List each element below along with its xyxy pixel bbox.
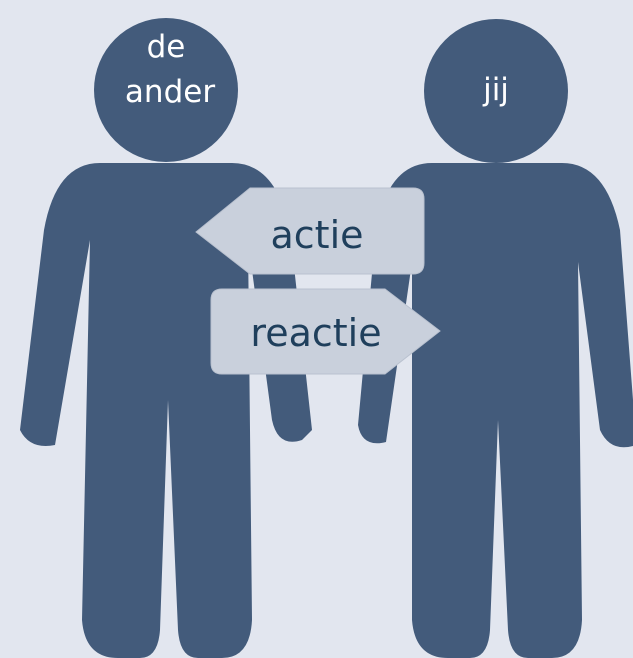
person-self: jij xyxy=(358,19,633,658)
person-self-label: jij xyxy=(482,72,509,108)
person-other: de ander xyxy=(20,18,312,658)
person-other-label-line2: ander xyxy=(125,74,215,110)
action-arrow-label: actie xyxy=(270,213,363,257)
person-self-body xyxy=(358,163,633,658)
person-other-label-line1: de xyxy=(147,29,186,65)
person-other-head xyxy=(94,18,238,162)
reaction-arrow-label: reactie xyxy=(250,311,381,355)
person-other-body xyxy=(20,163,312,658)
person-self-head xyxy=(424,19,568,163)
reaction-arrow-shape xyxy=(210,288,441,375)
action-arrow-shape xyxy=(195,187,425,275)
action-arrow: actie xyxy=(195,187,425,275)
reaction-arrow: reactie xyxy=(210,288,441,375)
